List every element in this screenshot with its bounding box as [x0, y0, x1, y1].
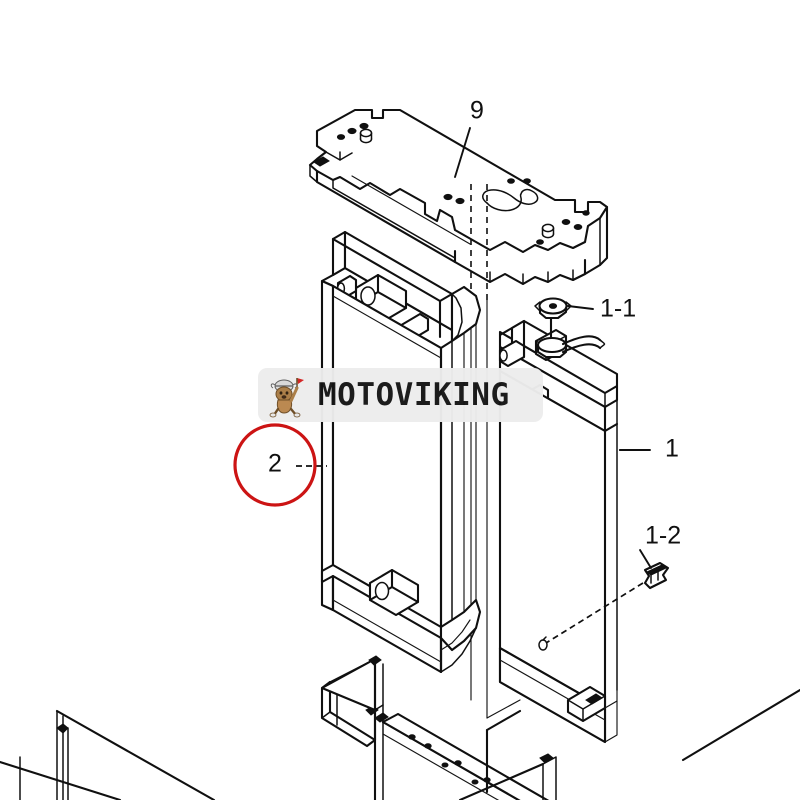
part-1-2-clip — [545, 549, 670, 644]
callout-label-9: 9 — [470, 97, 484, 125]
part-9-mounting-bracket — [308, 108, 609, 286]
part-2-oil-cooler — [296, 230, 482, 674]
callout-label-2: 2 — [268, 450, 282, 478]
leader-dash-1-2 — [545, 582, 644, 644]
callout-label-1: 1 — [665, 435, 679, 463]
callout-label-1-2: 1-2 — [645, 522, 681, 550]
leader-line-9 — [454, 127, 471, 178]
bottom-support-frame — [0, 655, 800, 800]
watermark-text: MOTOVIKING — [318, 376, 510, 413]
part-1-radiator — [498, 297, 651, 744]
highlight-circle-part-2 — [233, 423, 317, 507]
viking-dog-icon — [264, 371, 312, 419]
leader-line-1-1 — [567, 305, 594, 310]
watermark-badge: MOTOVIKING — [258, 368, 543, 422]
leader-line-1-2 — [639, 549, 652, 569]
callout-label-1-1: 1-1 — [600, 295, 636, 323]
